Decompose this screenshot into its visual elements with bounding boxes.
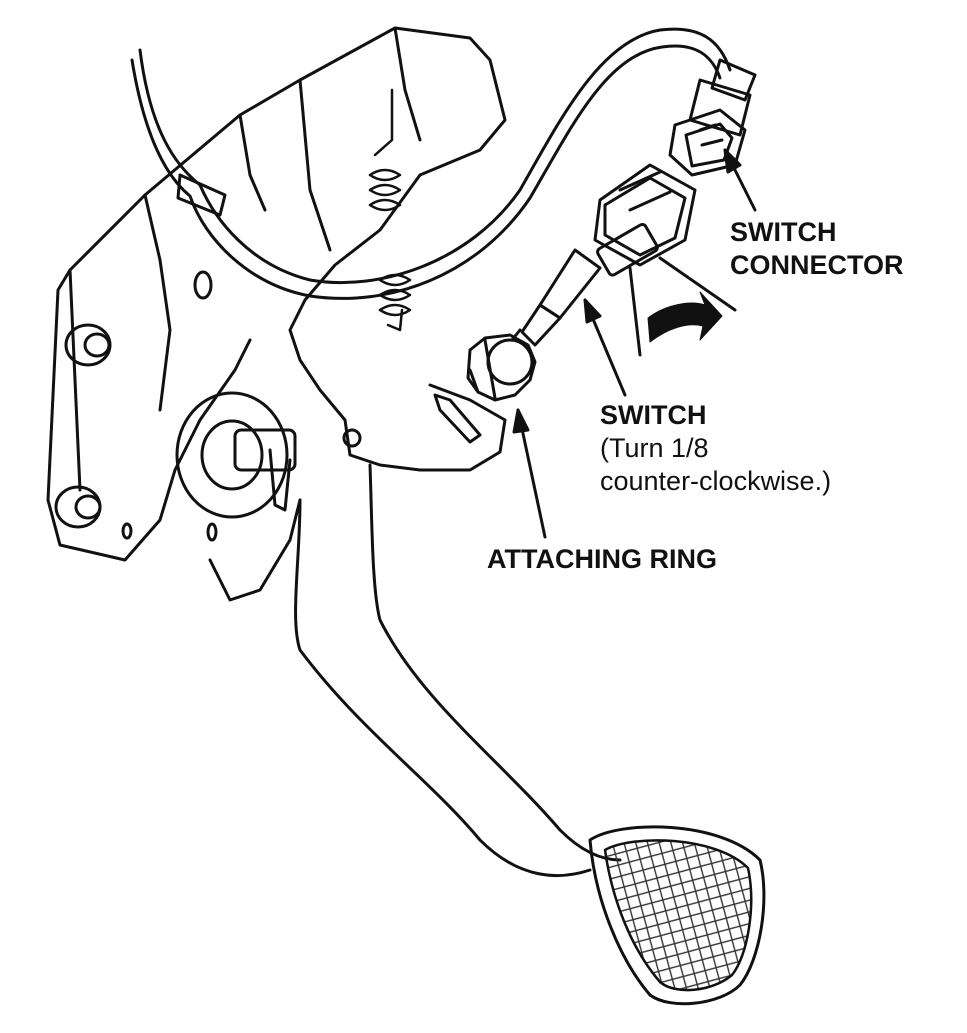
- pedal-pad: [588, 825, 766, 1006]
- attaching-ring-label: ATTACHING RING: [487, 543, 717, 576]
- switch-connector-label-line1: SWITCH: [730, 217, 837, 247]
- switch-label-note-line2: counter-clockwise.): [600, 466, 832, 496]
- attaching-ring-arrowhead: [512, 408, 530, 434]
- pedal-arm: [294, 463, 622, 878]
- switch-connector-label: SWITCH CONNECTOR: [730, 216, 904, 282]
- pedal-pivot: [175, 391, 297, 519]
- switch-label-note-line1: (Turn 1/8: [600, 433, 709, 463]
- rotation-guide: [628, 256, 737, 357]
- bracket-hole: [193, 270, 213, 300]
- bracket-hole: [206, 522, 218, 542]
- attaching-ring: [466, 333, 537, 402]
- switch-label-title: SWITCH: [600, 400, 707, 430]
- leader-lines: [512, 148, 757, 539]
- bracket-bolt: [54, 485, 102, 529]
- rotation-arrow-icon: [647, 291, 723, 343]
- switch-connector-arrowhead: [723, 148, 742, 174]
- switch-label: SWITCH (Turn 1/8 counter-clockwise.): [600, 399, 831, 498]
- pedal-bracket: [46, 26, 507, 602]
- bracket-hole: [121, 522, 133, 540]
- switch-connector-label-line2: CONNECTOR: [730, 250, 904, 280]
- wire-harness: [130, 27, 757, 300]
- attaching-ring-label-text: ATTACHING RING: [487, 544, 717, 574]
- switch-arrowhead: [583, 298, 602, 324]
- bracket-bolt: [64, 323, 112, 367]
- clutch-switch: [510, 163, 697, 347]
- return-spring: [368, 88, 412, 332]
- bracket-hole: [342, 428, 362, 448]
- bracket-slot: [433, 393, 482, 444]
